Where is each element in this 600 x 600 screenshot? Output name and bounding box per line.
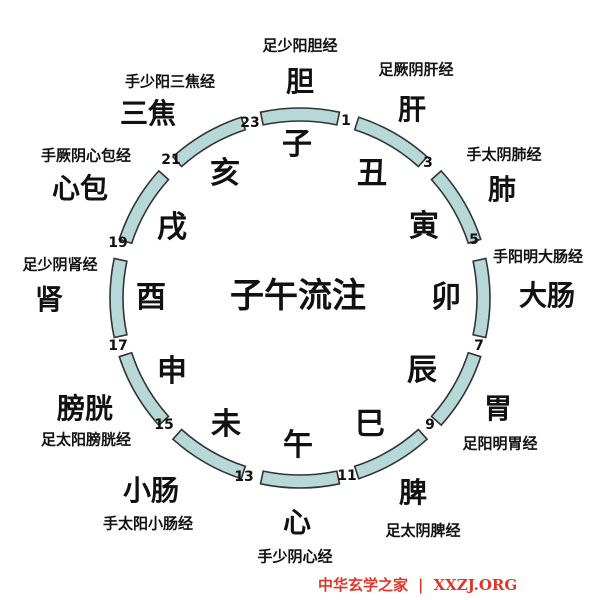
organ-liver: 肝: [397, 93, 427, 126]
ring-segment-酉: [109, 257, 128, 339]
meridian-liver: 足厥阴肝经: [378, 60, 454, 79]
meridian-heart: 手少阴心经: [257, 547, 333, 566]
watermark-site: XXZJ.ORG: [433, 576, 518, 594]
branch-zi: 子: [282, 127, 312, 162]
watermark-separator: |: [418, 576, 424, 594]
hour-label-11: 11: [337, 468, 357, 484]
ring-segment-巳: [353, 428, 429, 480]
watermark-brand: 中华玄学之家: [318, 576, 409, 594]
ring-segment-申: [118, 351, 170, 427]
hour-label-17: 17: [108, 338, 128, 354]
meridian-bladder: 足太阳膀胱经: [40, 430, 132, 449]
hour-label-3: 3: [423, 155, 433, 171]
organ-bladder: 膀胱: [56, 392, 114, 425]
branch-wu: 午: [283, 428, 313, 463]
branch-chen: 辰: [407, 353, 437, 388]
organ-heart: 心: [282, 506, 312, 539]
meridian-kidney: 足少阴肾经: [22, 255, 98, 274]
ring-segment-辰: [430, 351, 482, 427]
watermark: 中华玄学之家 | XXZJ.ORG: [318, 574, 517, 596]
branch-xu: 戌: [157, 210, 187, 245]
meridian-spleen: 足太阴脾经: [385, 521, 461, 540]
meridian-small-intestine: 手太阳小肠经: [102, 514, 194, 533]
branch-mao: 卯: [431, 280, 461, 315]
ring-segment-卯: [472, 257, 491, 339]
organ-spleen: 脾: [398, 476, 428, 509]
hour-label-19: 19: [108, 235, 128, 251]
ring-segment-午: [259, 470, 341, 489]
hour-label-1: 1: [341, 113, 351, 129]
ring-segment-戌: [118, 169, 170, 245]
branch-shen: 申: [157, 354, 187, 389]
branch-wei: 未: [211, 407, 241, 442]
hour-label-21: 21: [161, 152, 181, 168]
ring-segment-子: [259, 107, 341, 126]
branch-hai: 亥: [210, 156, 240, 191]
branch-si: 巳: [355, 407, 385, 442]
hour-label-15: 15: [154, 417, 174, 433]
hour-label-7: 7: [474, 338, 484, 354]
organ-stomach: 胃: [483, 392, 513, 425]
meridian-large-intestine: 手阳明大肠经: [492, 247, 584, 266]
organ-sanjiao: 三焦: [119, 97, 177, 130]
organ-small-intestine: 小肠: [122, 474, 180, 507]
hour-label-13: 13: [234, 469, 254, 485]
ring-segment-丑: [353, 116, 429, 168]
meridian-lung: 手太阴肺经: [466, 145, 542, 164]
organ-pericardium: 心包: [51, 172, 109, 205]
ring-segment-亥: [171, 116, 247, 168]
hour-label-9: 9: [425, 417, 435, 433]
hour-label-5: 5: [469, 232, 479, 248]
ring-segment-寅: [430, 169, 482, 245]
organ-lung: 肺: [487, 173, 517, 206]
branch-yin: 寅: [409, 209, 439, 244]
branch-you: 酉: [136, 280, 166, 315]
meridian-stomach: 足阳明胃经: [462, 434, 538, 453]
organ-gallbladder: 胆: [285, 65, 315, 98]
meridian-sanjiao: 手少阳三焦经: [124, 72, 216, 91]
hour-label-23: 23: [240, 115, 260, 131]
meridian-pericardium: 手厥阴心包经: [40, 146, 132, 165]
meridian-gallbladder: 足少阳胆经: [262, 36, 338, 55]
center-title: 子午流注: [230, 276, 366, 316]
ring-segment-未: [171, 428, 247, 480]
branch-chou: 丑: [357, 156, 387, 191]
organ-kidney: 肾: [34, 283, 64, 316]
organ-large-intestine: 大肠: [518, 279, 576, 312]
